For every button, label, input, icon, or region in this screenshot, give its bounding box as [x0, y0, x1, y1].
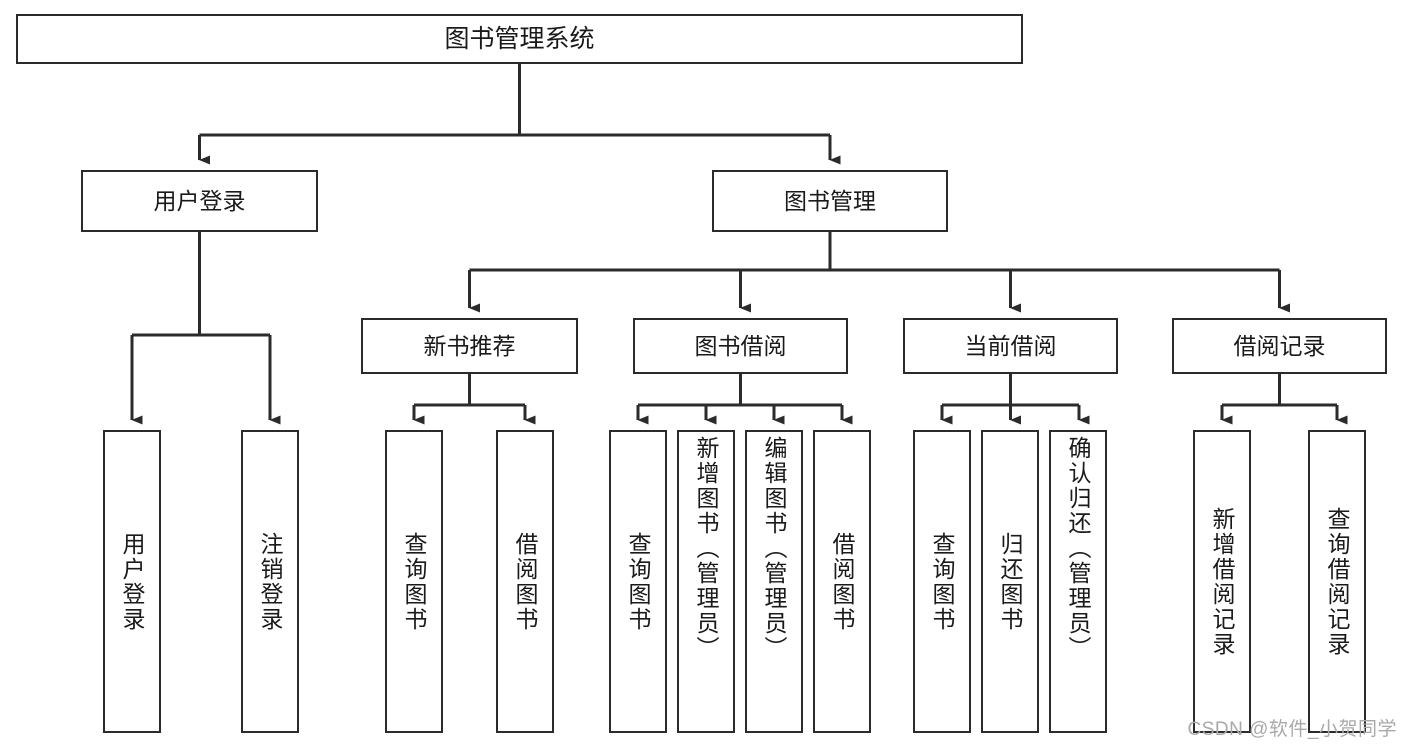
- node-label: 借阅图书: [512, 531, 539, 632]
- node-label: 编辑图书（管理员）: [761, 436, 788, 661]
- node-label: 借阅图书: [829, 531, 856, 632]
- node-current-borrow[interactable]: 当前借阅: [903, 318, 1118, 374]
- node-book-management[interactable]: 图书管理: [712, 170, 948, 232]
- node-new-book-recommend[interactable]: 新书推荐: [361, 318, 578, 374]
- node-leaf-edit-book[interactable]: 编辑图书（管理员）: [745, 430, 803, 733]
- node-leaf-query-book-1[interactable]: 查询图书: [385, 430, 443, 733]
- node-label: 查询借阅记录: [1324, 506, 1351, 657]
- node-label: 新增图书（管理员）: [693, 436, 720, 661]
- node-root-book-management-system[interactable]: 图书管理系统: [16, 14, 1023, 64]
- node-borrow-record[interactable]: 借阅记录: [1172, 318, 1387, 374]
- node-label: 查询图书: [401, 531, 428, 632]
- node-leaf-confirm-return[interactable]: 确认归还（管理员）: [1049, 430, 1107, 733]
- node-label: 图书借阅: [694, 332, 787, 359]
- node-leaf-user-login[interactable]: 用户登录: [103, 430, 161, 733]
- node-label: 图书管理系统: [444, 24, 595, 53]
- node-label: 归还图书: [997, 531, 1024, 632]
- node-leaf-query-record[interactable]: 查询借阅记录: [1308, 430, 1366, 733]
- node-label: 用户登录: [119, 531, 146, 632]
- node-label: 用户登录: [153, 187, 246, 214]
- node-label: 图书管理: [784, 187, 876, 214]
- node-leaf-query-book-3[interactable]: 查询图书: [913, 430, 971, 733]
- node-label: 注销登录: [257, 531, 284, 632]
- node-book-borrow[interactable]: 图书借阅: [633, 318, 848, 374]
- node-leaf-add-book[interactable]: 新增图书（管理员）: [677, 430, 735, 733]
- node-label: 查询图书: [625, 531, 652, 632]
- node-leaf-borrow-book-1[interactable]: 借阅图书: [496, 430, 554, 733]
- node-label: 新增借阅记录: [1209, 506, 1236, 657]
- node-label: 新书推荐: [423, 332, 516, 359]
- node-label: 确认归还（管理员）: [1065, 436, 1092, 661]
- node-leaf-logout[interactable]: 注销登录: [241, 430, 299, 733]
- node-user-login[interactable]: 用户登录: [81, 170, 318, 232]
- node-leaf-borrow-book-2[interactable]: 借阅图书: [813, 430, 871, 733]
- node-label: 借阅记录: [1233, 332, 1326, 359]
- node-leaf-add-record[interactable]: 新增借阅记录: [1193, 430, 1251, 733]
- node-label: 当前借阅: [964, 332, 1057, 359]
- node-leaf-query-book-2[interactable]: 查询图书: [609, 430, 667, 733]
- node-label: 查询图书: [929, 531, 956, 632]
- node-leaf-return-book[interactable]: 归还图书: [981, 430, 1039, 733]
